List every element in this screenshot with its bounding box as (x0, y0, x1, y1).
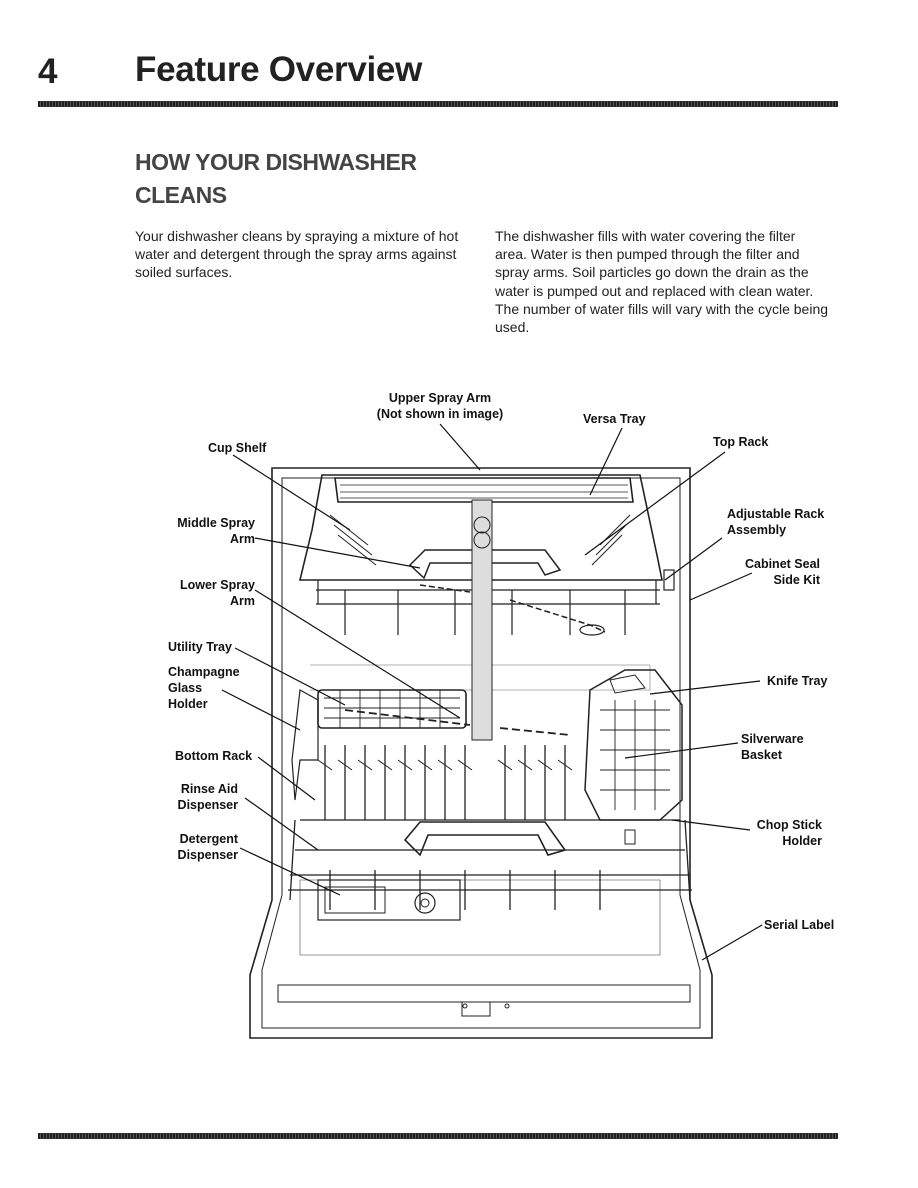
section-heading: HOW YOUR DISHWASHER CLEANS (135, 146, 475, 212)
section-heading-line2: CLEANS (135, 182, 227, 208)
section-heading-line1: HOW YOUR DISHWASHER (135, 149, 417, 175)
bottom-rack-handle (403, 821, 567, 857)
callout-adjustable-rack-assembly: Adjustable Rack Assembly (727, 507, 825, 537)
callout-top-rack: Top Rack (713, 435, 769, 449)
callout-cup-shelf: Cup Shelf (208, 441, 267, 455)
top-divider (38, 101, 838, 107)
callout-bottom-rack: Bottom Rack (175, 749, 253, 763)
callout-silverware-basket: Silverware Basket (741, 732, 804, 762)
callout-serial-label: Serial Label (764, 918, 835, 932)
top-rack-handle (408, 549, 562, 580)
callout-knife-tray: Knife Tray (767, 674, 828, 688)
utility-tray-shape (317, 689, 467, 729)
callout-lower-spray-arm: Lower Spray Arm (179, 578, 255, 608)
page-title: Feature Overview (135, 50, 423, 89)
callout-versa-tray: Versa Tray (583, 412, 646, 426)
callout-middle-spray-arm: Middle Spray Arm (177, 516, 255, 546)
intro-paragraph: Your dishwasher cleans by spraying a mix… (135, 228, 459, 281)
champagne-holder-shape (291, 689, 319, 801)
callout-utility-tray: Utility Tray (168, 640, 232, 654)
detergent-dispenser-shape (317, 879, 461, 921)
callout-chop-stick-holder: Chop Stick Holder (756, 818, 822, 848)
water-fill-paragraph: The dishwasher fills with water covering… (495, 228, 829, 336)
page-number: 4 (38, 52, 58, 91)
bottom-rack (288, 745, 692, 910)
lower-spray-arm-shape (344, 709, 571, 736)
callout-champagne-glass-holder: Champagne Glass Holder (168, 665, 240, 711)
silverware-basket-shape (584, 669, 683, 845)
callout-rinse-aid-dispenser: Rinse Aid Dispenser (177, 782, 238, 812)
tub-outline (249, 467, 713, 1039)
callout-detergent-dispenser: Detergent Dispenser (177, 832, 238, 862)
bottom-divider (38, 1133, 838, 1139)
callout-cabinet-seal-side-kit: Cabinet Seal Side Kit (744, 557, 820, 587)
callout-upper-spray-arm: Upper Spray Arm (Not shown in image) (376, 391, 504, 421)
